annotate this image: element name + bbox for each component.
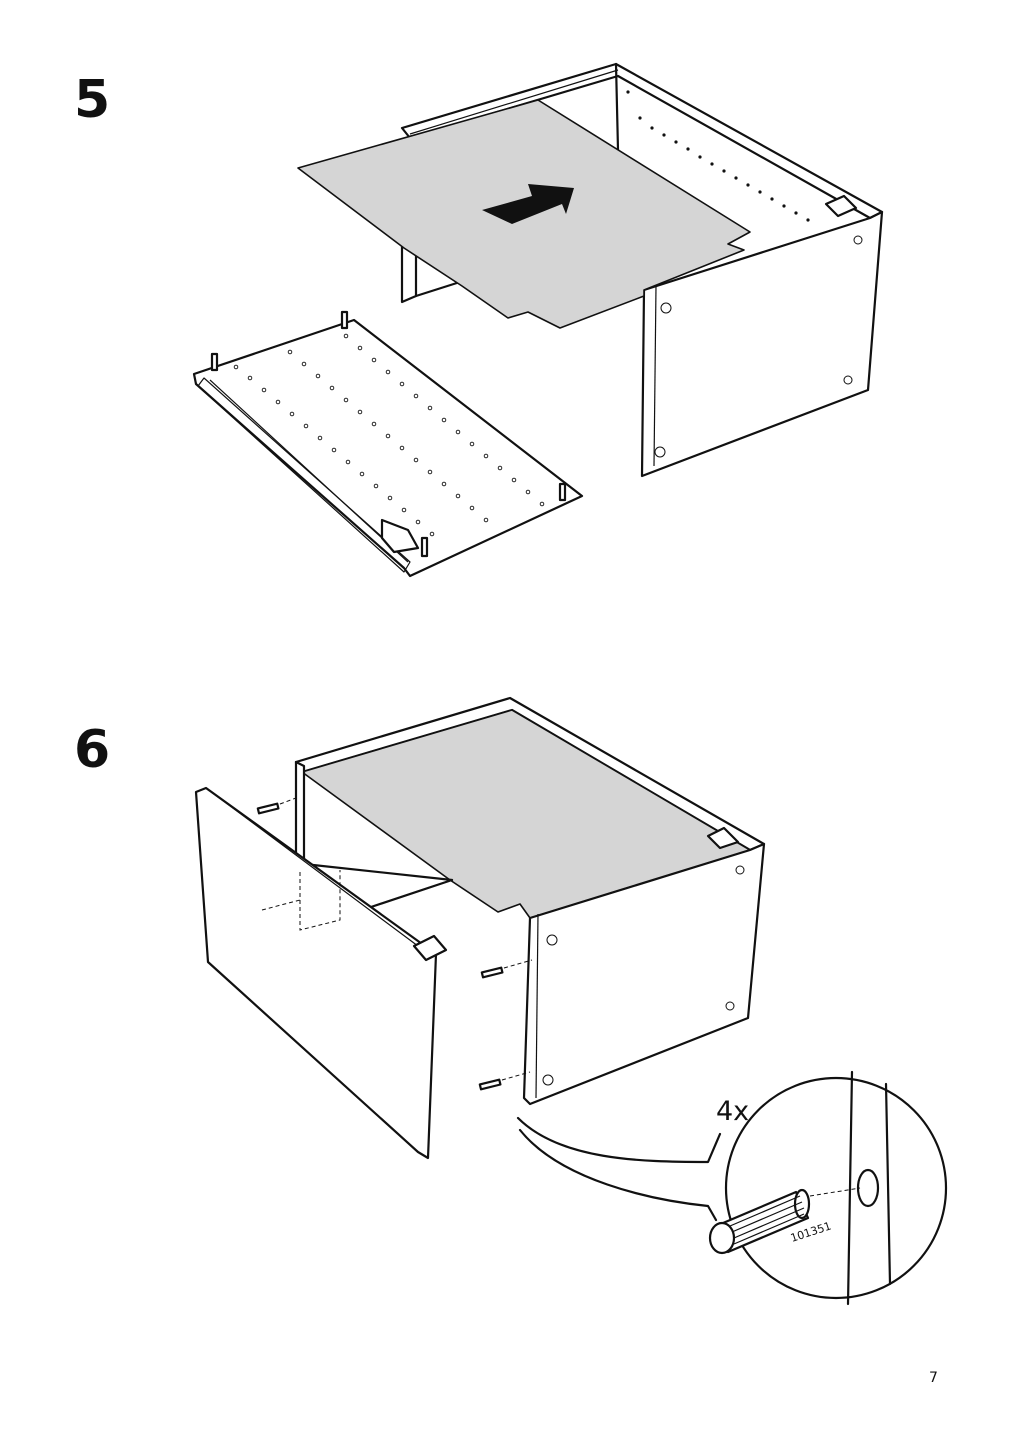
step6-cabinet: [294, 696, 766, 1106]
step-number-5: 5: [74, 70, 111, 130]
page-number: 7: [929, 1370, 938, 1386]
step5-plinth-board: [192, 310, 584, 578]
push-arrow-icon: [482, 184, 574, 224]
step5-inner-holes: [626, 90, 810, 222]
step-number-6: 6: [74, 720, 111, 780]
dowel-icon: [256, 797, 533, 1091]
quantity-label: 4x: [716, 1096, 749, 1127]
magnifier-detail-circle: [516, 1070, 948, 1306]
step6-front-panel: [194, 786, 448, 1160]
